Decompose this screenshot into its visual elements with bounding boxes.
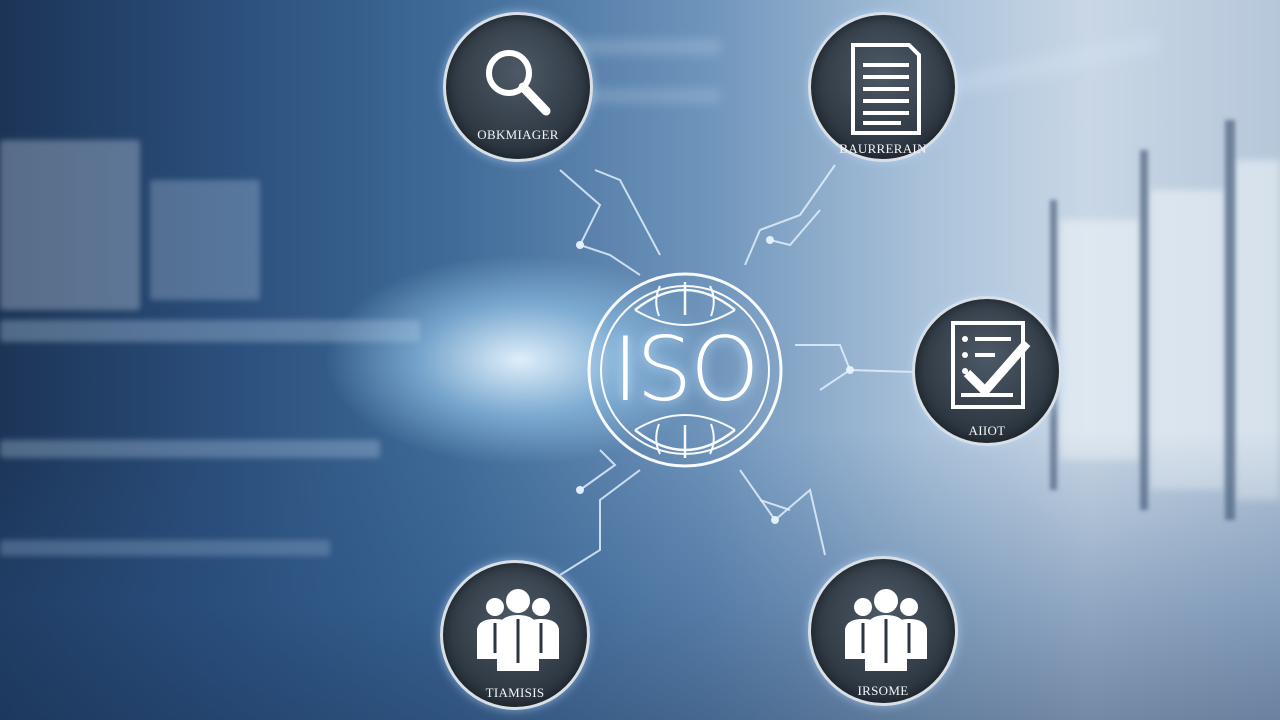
node-caption: OBKMIAGER: [477, 127, 559, 142]
connector-line: [819, 369, 851, 391]
node-caption: IRSOME: [857, 683, 909, 698]
connector-line: [744, 164, 836, 266]
connector-line: [769, 209, 821, 247]
office-panel: [0, 140, 140, 310]
audit-node[interactable]: AIIOT: [912, 296, 1062, 446]
document-icon: [851, 43, 921, 135]
document-node[interactable]: BAURRERAIN: [808, 12, 958, 162]
window-frame: [1225, 120, 1235, 520]
search-node[interactable]: OBKMIAGER: [443, 12, 593, 162]
ceiling-light: [560, 40, 720, 54]
node-caption: TIAMISIS: [485, 685, 545, 700]
node-caption: BAURRERAIN: [839, 141, 927, 156]
connector-dot: [576, 486, 584, 494]
node-caption: AIIOT: [968, 423, 1006, 438]
desk-surface: [0, 320, 420, 342]
connector-line: [559, 469, 641, 576]
window: [1060, 220, 1140, 460]
team-node-right[interactable]: IRSOME: [808, 556, 958, 706]
iso-label: ISO: [612, 318, 759, 421]
connector-line: [594, 169, 661, 256]
team-icon: [477, 589, 559, 671]
connector-dot: [846, 366, 854, 374]
team-icon: [845, 589, 927, 671]
checklist-icon: [951, 321, 1031, 409]
connector-line: [795, 344, 916, 373]
office-panel: [150, 180, 260, 300]
window-frame: [1140, 150, 1148, 510]
magnifier-icon: [486, 50, 551, 116]
ceiling-light: [580, 90, 720, 102]
connector-dot: [766, 236, 774, 244]
floor: [0, 430, 1280, 720]
team-node-left[interactable]: TIAMISIS: [440, 560, 590, 710]
connector-line: [559, 169, 641, 276]
connector-line: [579, 449, 617, 491]
connector-line: [739, 469, 826, 556]
iso-hub: ISO: [575, 270, 795, 470]
globe-icon: [587, 272, 783, 468]
connector-dot: [771, 516, 779, 524]
connector-line: [759, 499, 791, 511]
connector-dot: [576, 241, 584, 249]
